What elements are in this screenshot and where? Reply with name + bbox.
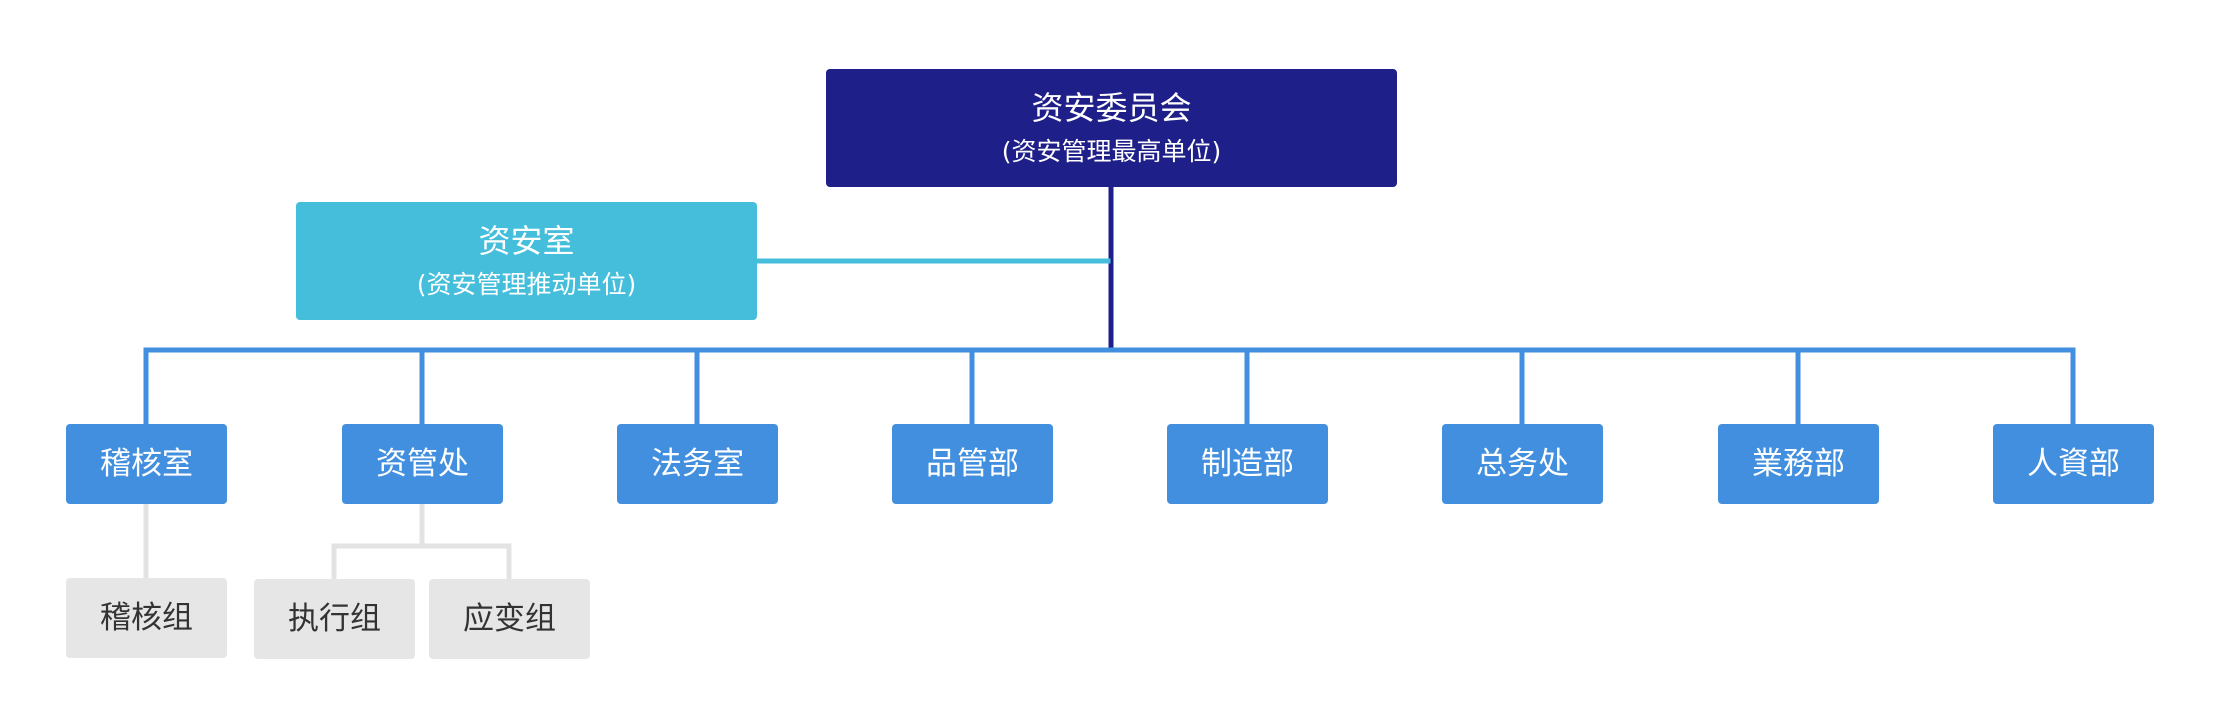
- group-title: 稽核组: [100, 599, 193, 636]
- department-title: 法务室: [651, 445, 744, 482]
- office-node: 资安室 (资安管理推动单位): [296, 202, 757, 320]
- department-node-legal-office: 法务室: [617, 424, 778, 504]
- department-title: 人資部: [2027, 445, 2120, 482]
- department-node-human-resources: 人資部: [1993, 424, 2154, 504]
- department-node-general-affairs: 总务处: [1442, 424, 1603, 504]
- office-title: 资安室: [478, 221, 575, 260]
- committee-subtitle: (资安管理最高单位): [1001, 136, 1222, 166]
- department-node-audit-office: 稽核室: [66, 424, 227, 504]
- department-node-sales: 業務部: [1718, 424, 1879, 504]
- department-title: 制造部: [1201, 445, 1294, 482]
- department-node-it-management: 资管处: [342, 424, 503, 504]
- group-title: 应变组: [463, 600, 556, 637]
- department-title: 業務部: [1752, 445, 1845, 482]
- group-node-response-group: 应变组: [429, 579, 590, 659]
- group-node-audit-group: 稽核组: [66, 578, 227, 658]
- committee-node: 资安委员会 (资安管理最高单位): [826, 69, 1397, 187]
- group-title: 执行组: [288, 600, 381, 637]
- department-title: 稽核室: [100, 445, 193, 482]
- department-title: 品管部: [926, 445, 1019, 482]
- office-subtitle: (资安管理推动单位): [416, 269, 637, 299]
- department-node-quality: 品管部: [892, 424, 1053, 504]
- department-title: 总务处: [1476, 445, 1569, 482]
- committee-title: 资安委员会: [1031, 88, 1192, 127]
- department-title: 资管处: [376, 445, 469, 482]
- group-node-execution-group: 执行组: [254, 579, 415, 659]
- department-node-manufacturing: 制造部: [1167, 424, 1328, 504]
